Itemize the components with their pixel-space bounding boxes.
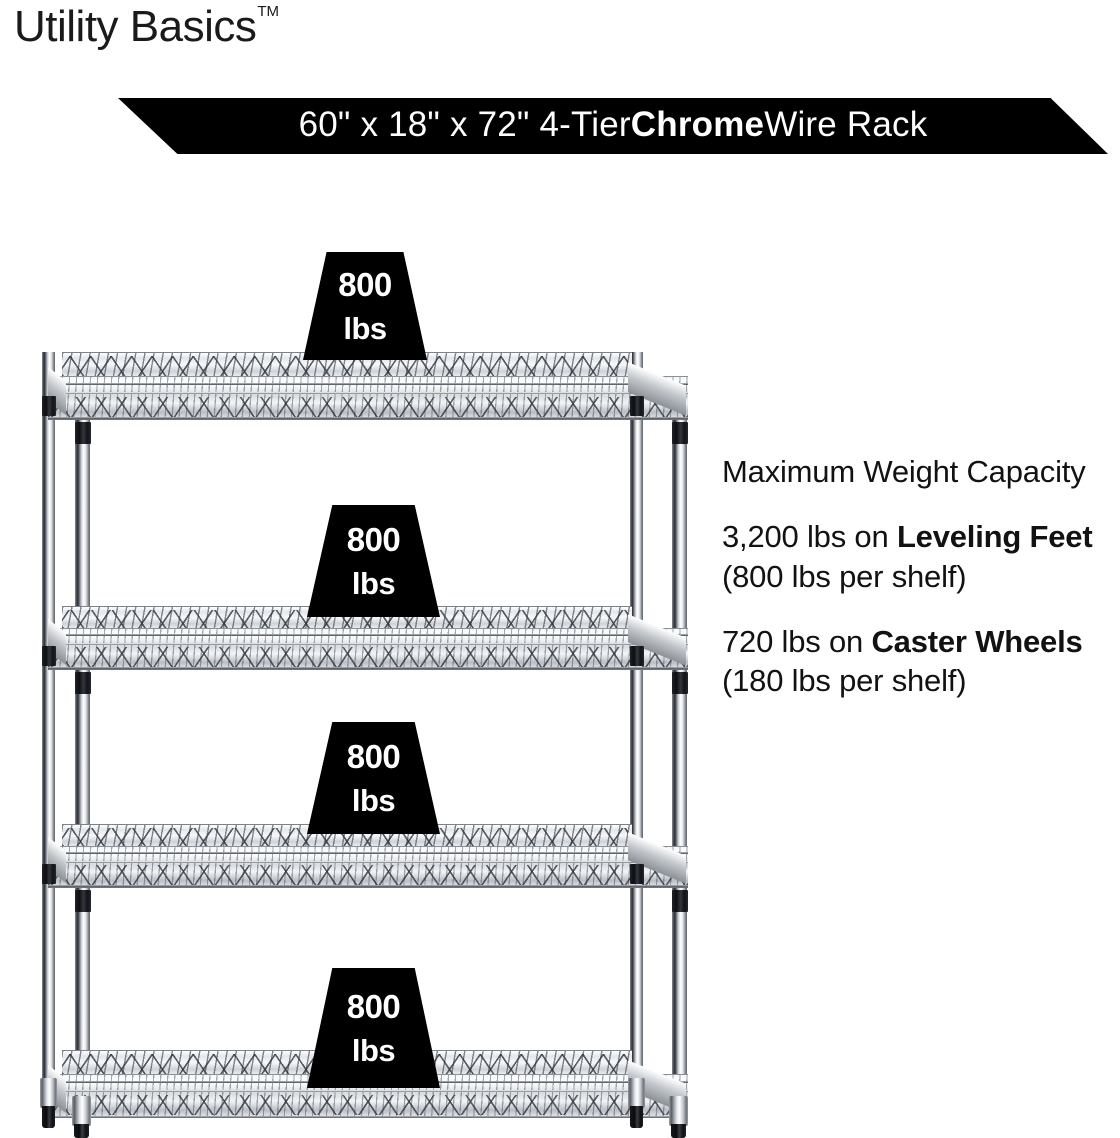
shelf-1-collar-front-left [75,422,91,444]
banner-title-text: 60" x 18" x 72" 4-Tier Chrome Wire Rack [118,98,1108,154]
max-weight-heading: Maximum Weight Capacity [722,452,1120,491]
shelf-3-collar-front-left [75,890,91,912]
badge-number: 800 [346,521,401,558]
badge-label: 800 lbs [307,722,440,834]
product-title-banner: 60" x 18" x 72" 4-Tier Chrome Wire Rack [118,98,1108,154]
caster-lead: 720 lbs on [722,624,872,660]
leveling-lead: 3,200 lbs on [722,519,897,555]
badge-number: 800 [346,738,401,775]
shelf-3-deck-front [48,846,688,888]
caster-tail: (180 lbs per shelf) [722,663,967,699]
caster-wheels-spec: 720 lbs on Caster Wheels (180 lbs per sh… [722,622,1120,701]
badge-shape [303,252,427,360]
badge-shape [307,968,440,1088]
leveling-foot-back-left [40,1078,57,1108]
badge-unit: lbs [351,783,396,818]
shelf-3-collar-back-left [42,864,56,884]
heading-line-1: Maximum Weight [722,454,959,489]
shelf-1-collar-front-right [672,422,688,444]
badge-unit: lbs [351,1033,396,1068]
post-front-left [75,378,90,1120]
leveling-foot-front-left [72,1096,91,1126]
leveling-foot-tip-back-left [42,1106,55,1128]
leveling-foot-tip-front-right [671,1124,686,1138]
banner-suffix: Wire Rack [764,105,928,144]
wire-rack-illustration: 800 lbs 800 lbs 800 lbs 800 lbs [0,252,720,1138]
badge-number: 800 [338,266,392,303]
shelf-2-collar-back-left [42,646,56,666]
specifications-copy: Maximum Weight Capacity 3,200 lbs on Lev… [722,452,1120,701]
brand-name: Utility Basics [14,2,257,51]
weight-badge-shelf-2: 800 lbs [307,505,440,617]
caster-bold: Caster Wheels [871,624,1083,660]
trademark-symbol: TM [257,3,280,21]
heading-line-2: Capacity [966,454,1086,489]
shelf-3-collar-front-right [672,890,688,912]
brand-logo: Utility BasicsTM [14,2,280,52]
badge-unit: lbs [351,566,396,601]
shelf-1-deck-front [48,376,688,420]
badge-number: 800 [346,988,401,1025]
shelf-2-collar-back-right [630,646,644,666]
leveling-foot-tip-back-right [630,1106,643,1128]
shelf-2-collar-front-left [75,672,91,694]
banner-emphasis: Chrome [630,105,765,144]
shelf-3-deck-back [62,824,632,848]
leveling-foot-front-right [669,1096,688,1126]
badge-unit: lbs [343,311,387,346]
badge-label: 800 lbs [307,968,440,1088]
banner-dimensions: 60" x 18" x 72" 4-Tier [298,105,631,144]
badge-label: 800 lbs [303,252,427,360]
weight-badge-shelf-3: 800 lbs [307,722,440,834]
post-back-right [630,352,643,1094]
leveling-feet-spec: 3,200 lbs on Leveling Feet (800 lbs per … [722,517,1120,596]
post-back-left [42,352,55,1094]
banner-background [118,98,1108,154]
shelf-3-collar-back-right [630,864,644,884]
shelf-1-collar-back-right [630,396,644,416]
leveling-bold: Leveling Feet [896,519,1093,555]
weight-badge-shelf-4: 800 lbs [307,968,440,1088]
shelf-1-collar-back-left [42,396,56,416]
weight-badge-shelf-1: 800 lbs [303,252,427,360]
shelf-2-collar-front-right [672,672,688,694]
leveling-tail: (800 lbs per shelf) [722,558,967,594]
shelf-2-deck-front [48,628,688,670]
post-front-right [672,378,687,1120]
leveling-foot-tip-front-left [74,1124,89,1138]
leveling-foot-back-right [628,1078,645,1108]
badge-shape [307,505,440,617]
badge-shape [307,722,440,834]
badge-label: 800 lbs [307,505,440,617]
